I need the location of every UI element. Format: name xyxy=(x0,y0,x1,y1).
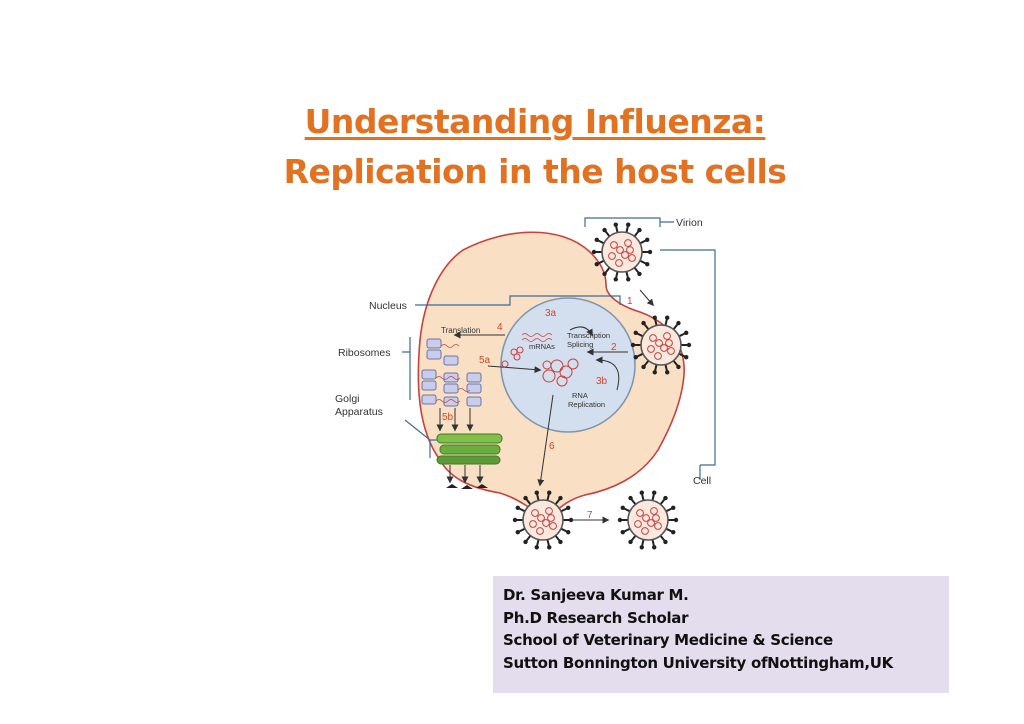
author-position: Ph.D Research Scholar xyxy=(503,608,689,627)
golgi-apparatus xyxy=(436,433,503,465)
author-school: School of Veterinary Medicine & Science xyxy=(503,631,833,649)
virion-released xyxy=(617,490,679,550)
step-3a: 3a xyxy=(545,308,557,319)
author-affiliation: Sutton Bonnington University ofNottingha… xyxy=(503,653,893,672)
budding-vesicles xyxy=(446,484,488,489)
label-virion: Virion xyxy=(676,217,703,229)
virions xyxy=(512,222,692,550)
rnp-cluster xyxy=(501,346,579,387)
influenza-replication-diagram: Virion Nucleus Ribosomes Golgi Apparatus… xyxy=(335,217,716,550)
label-nucleus: Nucleus xyxy=(369,300,407,312)
virion-entering xyxy=(630,315,692,375)
step-7: 7 xyxy=(587,510,593,521)
author-name: Dr. Sanjeeva Kumar M. xyxy=(503,586,689,604)
step-5a: 5a xyxy=(479,355,491,366)
author-box: Dr. Sanjeeva Kumar M. Ph.D Research Scho… xyxy=(493,576,949,693)
virion-budding-top xyxy=(591,222,653,282)
label-transcription: Transcription xyxy=(567,331,610,340)
step-1: 1 xyxy=(627,296,633,307)
step-4: 4 xyxy=(497,322,503,333)
step-2: 2 xyxy=(611,342,617,353)
process-arrows xyxy=(436,289,654,524)
label-splicing: Splicing xyxy=(567,340,593,349)
ribosome-mrna xyxy=(435,333,553,403)
slide-title: Understanding Influenza: xyxy=(304,102,766,141)
step-6: 6 xyxy=(549,441,555,452)
label-replication: Replication xyxy=(568,400,605,409)
virion-budding-bottom xyxy=(512,490,574,550)
step-3b: 3b xyxy=(596,376,608,387)
slide-subtitle: Replication in the host cells xyxy=(283,152,787,191)
label-cell: Cell xyxy=(693,475,711,487)
label-golgi: Golgi xyxy=(335,393,360,405)
label-apparatus: Apparatus xyxy=(335,406,383,418)
label-translation: Translation xyxy=(441,326,480,335)
label-mrnas: mRNAs xyxy=(529,342,555,351)
ribosomes xyxy=(421,338,482,407)
label-rna: RNA xyxy=(572,391,588,400)
step-5b: 5b xyxy=(442,412,454,423)
label-ribosomes: Ribosomes xyxy=(338,347,391,359)
